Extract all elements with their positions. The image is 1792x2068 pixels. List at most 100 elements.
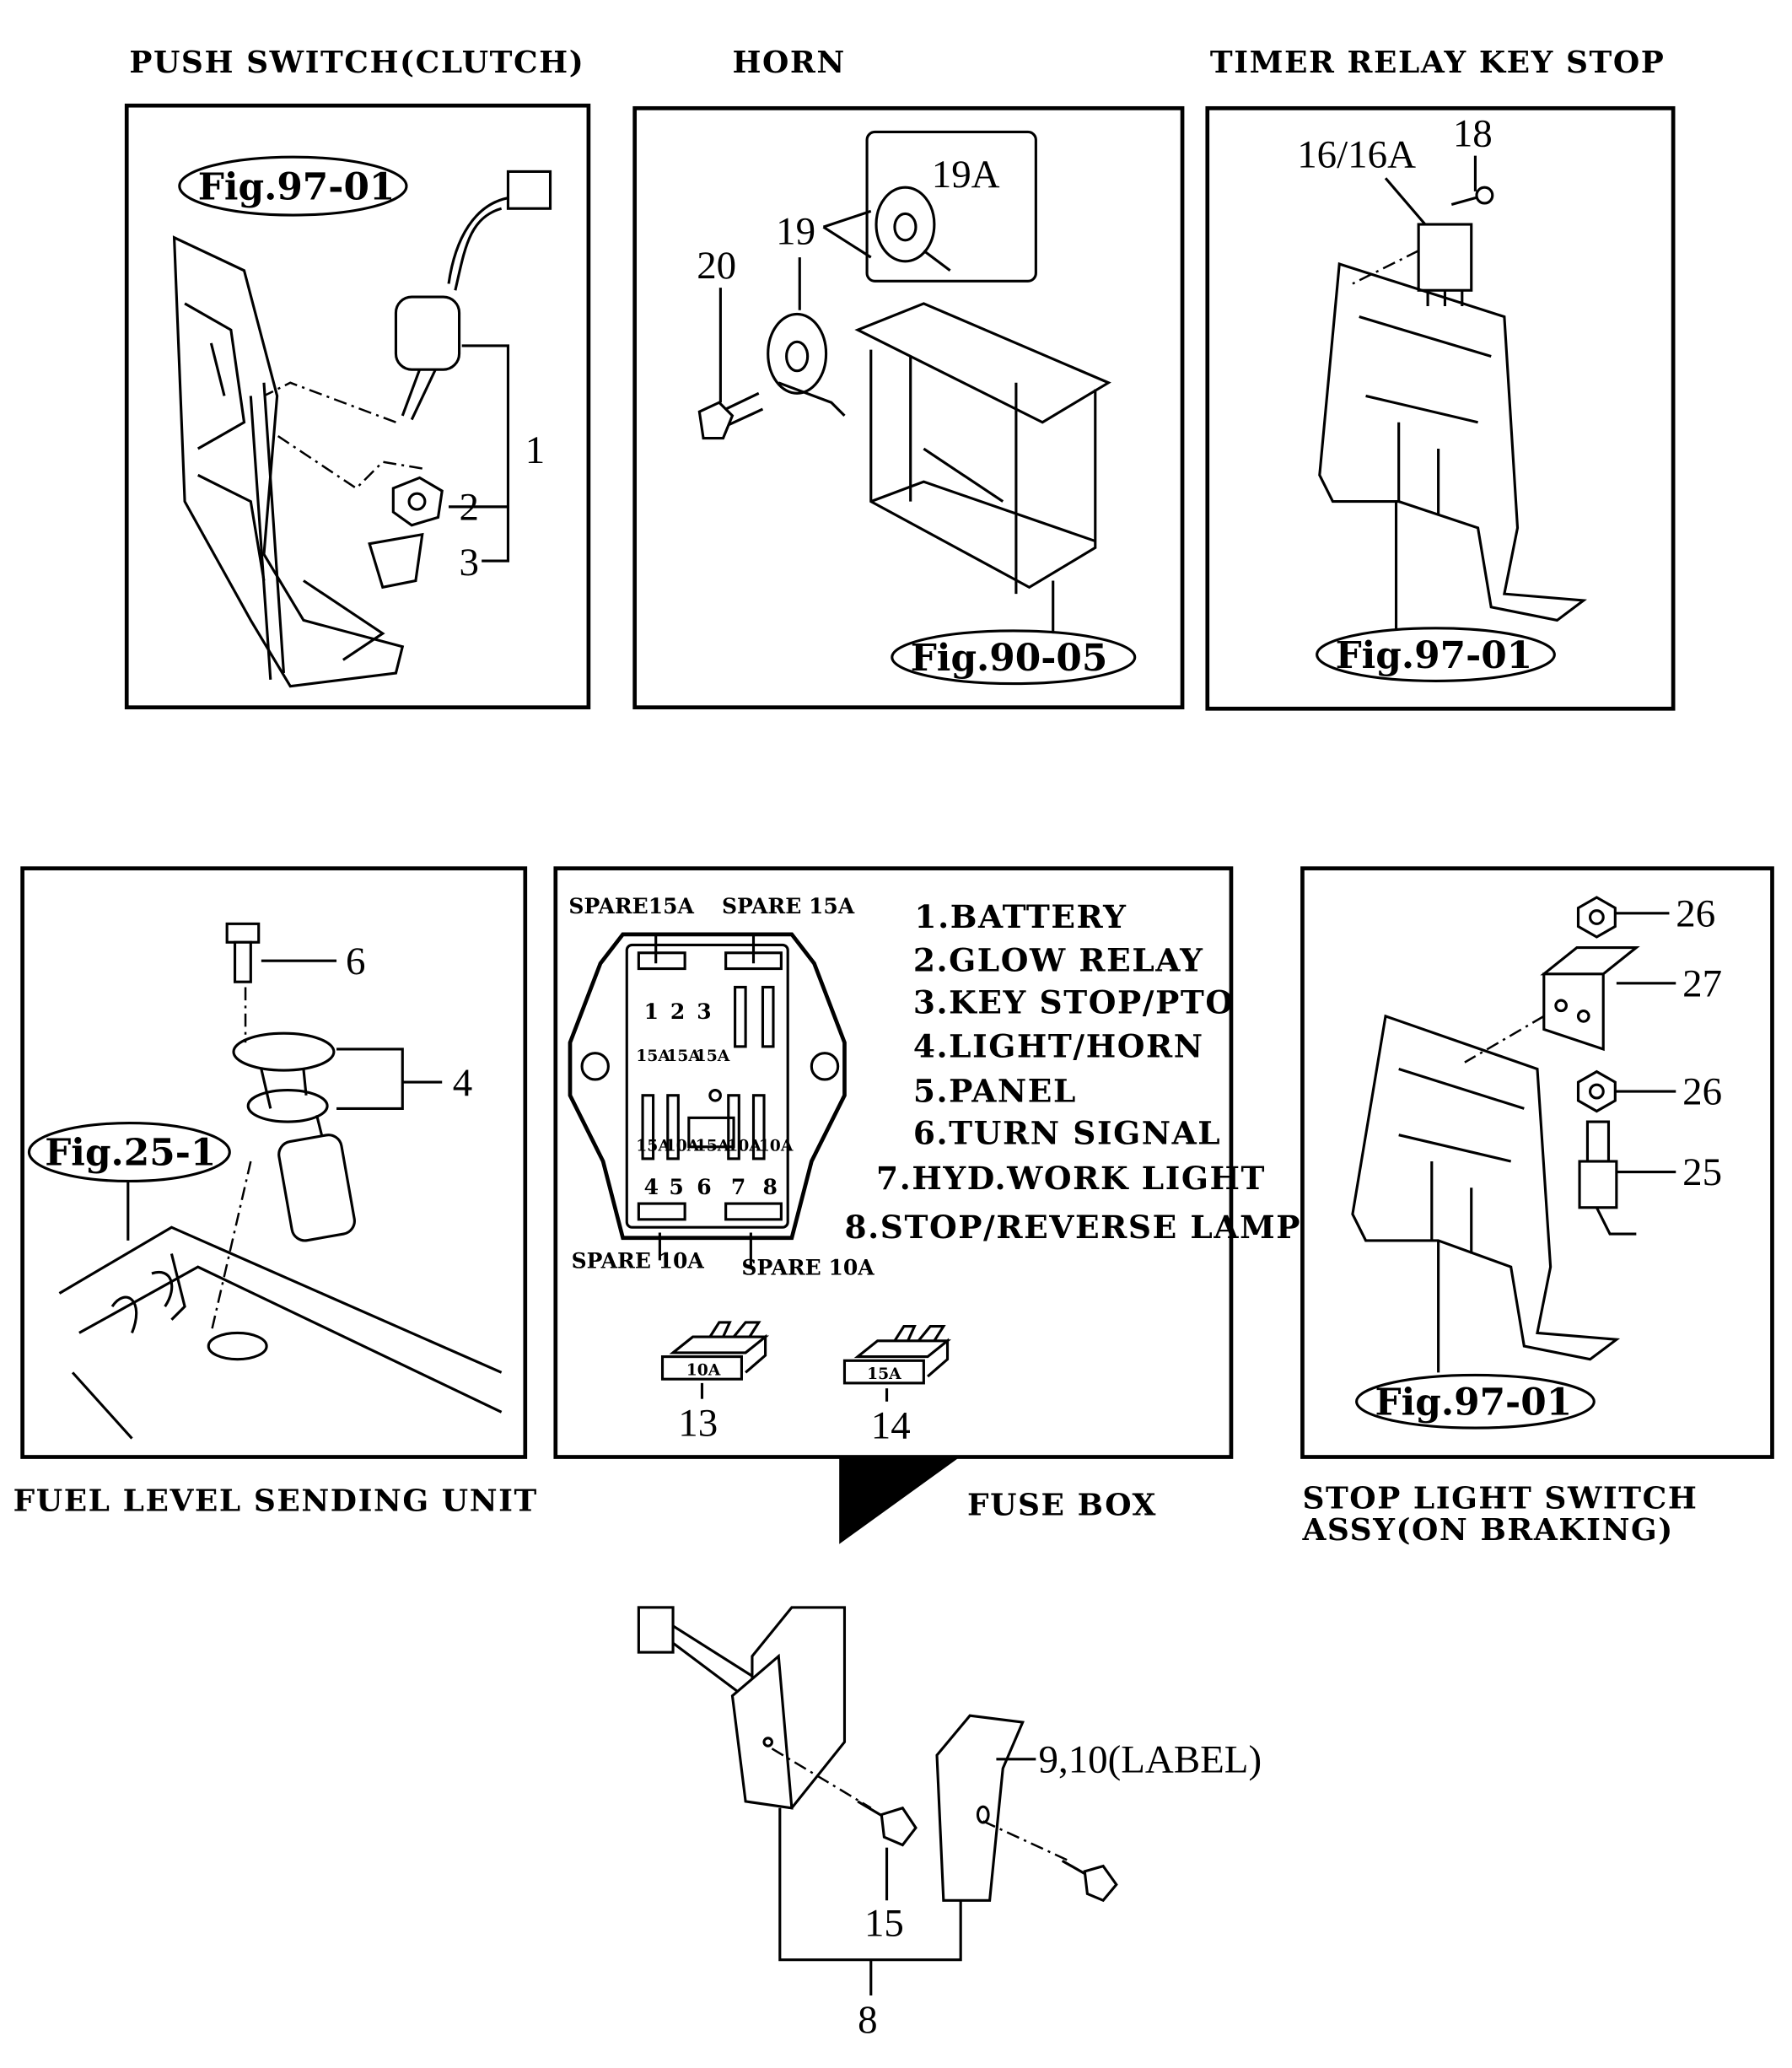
- legend-item: 4.LIGHT/HORN: [913, 1027, 1204, 1064]
- panel-title: TIMER RELAY KEY STOP: [1210, 45, 1665, 80]
- slot-number: 4: [644, 1174, 659, 1199]
- panel-title: PUSH SWITCH(CLUTCH): [129, 45, 584, 80]
- callout-18: 18: [1453, 112, 1493, 156]
- panel-timer-relay: TIMER RELAY KEY STOP 16/16A 18 Fig.97-01: [1205, 45, 1676, 711]
- panel-stop-light: 26 27 26 25 Fig.97-01 STOP LIGHT SWITCH …: [1300, 866, 1774, 1548]
- fuse-13-part: 10A 13: [660, 1321, 770, 1445]
- callout-26b: 26: [1682, 1070, 1722, 1114]
- svg-text:Fig.97-01: Fig.97-01: [1336, 634, 1533, 677]
- legend-item: 8.STOP/REVERSE LAMP: [844, 1209, 1301, 1246]
- callout-13: 13: [678, 1401, 718, 1445]
- label-cover-part: [935, 1714, 1025, 1902]
- panel-frame: [553, 866, 1234, 1459]
- fuse-rating: 15A: [867, 1365, 901, 1383]
- fuse-box-mount: 9,10(LABEL) 15 8: [637, 1606, 1262, 2042]
- fuel-tank-illustration: [58, 1182, 503, 1440]
- fuse-ratings-top: 15A 15A 15A: [636, 1047, 730, 1065]
- callout-19a: 19A: [932, 153, 1000, 197]
- panel-frame: [1300, 866, 1774, 1459]
- callout-19: 19: [776, 209, 815, 253]
- spare-label: SPARE 10A: [741, 1255, 874, 1280]
- dashboard-frame-illustration: [1318, 261, 1587, 622]
- dashboard-frame-illustration: [1351, 1014, 1621, 1361]
- bracket-illustration: [854, 302, 1111, 595]
- bracket-part: [1540, 945, 1640, 1052]
- switch-part: [1578, 1120, 1637, 1236]
- horn-part: [767, 312, 846, 417]
- fuse-rating: 10A: [686, 1360, 721, 1379]
- fuse-slot-numbers-bottom: 4 5 6 7 8: [644, 1174, 778, 1199]
- rating: 15A: [636, 1047, 670, 1065]
- relay-part: [1417, 223, 1473, 307]
- rating: 15A: [636, 1136, 670, 1155]
- fig-ref-badge: Fig.97-01: [178, 155, 408, 217]
- svg-text:Fig.97-01: Fig.97-01: [1375, 1381, 1573, 1424]
- spare-label: SPARE 10A: [572, 1248, 705, 1274]
- grommet-part: [368, 532, 424, 590]
- horn-inset-part: [874, 186, 951, 272]
- slot-number: 8: [762, 1174, 777, 1199]
- callout-14: 14: [871, 1404, 911, 1448]
- bolt-part: [225, 922, 261, 983]
- bolt-part: [1450, 186, 1494, 207]
- nut-part: [1576, 896, 1617, 939]
- callout-15: 15: [864, 1902, 904, 1946]
- callout-26: 26: [1676, 891, 1715, 935]
- dashboard-frame-illustration: [172, 235, 405, 688]
- slot-number: 1: [644, 999, 659, 1024]
- svg-text:Fig.90-05: Fig.90-05: [911, 637, 1108, 680]
- callout-6: 6: [346, 940, 365, 983]
- fig-ref-badge: Fig.90-05: [891, 629, 1137, 686]
- callout-3: 3: [460, 541, 479, 584]
- rating: 10A: [665, 1136, 700, 1155]
- fuse-box-part: [730, 1606, 847, 1810]
- slot-number: 7: [731, 1174, 745, 1199]
- fig-ref-badge: Fig.25-1: [27, 1122, 231, 1183]
- screw-part: [857, 1800, 918, 1847]
- panel-title: FUSE BOX: [967, 1487, 1157, 1522]
- callout-20: 20: [697, 244, 736, 288]
- slot-number: 3: [697, 999, 711, 1024]
- legend-item: 7.HYD.WORK LIGHT: [876, 1160, 1266, 1197]
- fuse-slot-numbers-top: 1 2 3: [644, 999, 712, 1024]
- callout-2: 2: [460, 486, 479, 530]
- legend-item: 2.GLOW RELAY: [913, 942, 1204, 979]
- rating: 10A: [759, 1136, 794, 1155]
- spare-label: SPARE 15A: [722, 893, 855, 918]
- nut-part: [1576, 1069, 1617, 1113]
- nut-part: [391, 476, 444, 527]
- svg-text:Fig.97-01: Fig.97-01: [198, 165, 396, 208]
- panel-frame: [20, 866, 528, 1459]
- panel-title: FUEL LEVEL SENDING UNIT: [13, 1484, 538, 1519]
- slot-number: 6: [697, 1174, 711, 1199]
- panel-frame: [632, 105, 1185, 710]
- panel-frame: [1205, 105, 1676, 711]
- callout-8: 8: [858, 1998, 877, 2042]
- panel-horn: HORN 19A 19 20 Fig.90-05: [632, 45, 1185, 710]
- sending-unit-part: [232, 1031, 356, 1242]
- fig-ref-badge: Fig.97-01: [1316, 627, 1556, 682]
- legend-item: 5.PANEL: [913, 1073, 1077, 1110]
- rating: 15A: [696, 1047, 730, 1065]
- legend-item: 1.BATTERY: [914, 898, 1127, 935]
- fuse-ratings-mid: 15A 10A 15A 10A 10A: [636, 1136, 794, 1155]
- panel-fuse-box: SPARE15A SPARE 15A 1 2 3 15A 15A 15A 15A…: [553, 866, 1301, 1544]
- svg-text:Fig.25-1: Fig.25-1: [45, 1132, 216, 1175]
- bolt-part: [697, 391, 764, 440]
- legend-item: 6.TURN SIGNAL: [913, 1115, 1221, 1152]
- inset-box: [865, 130, 1037, 283]
- callout-16-16a: 16/16A: [1297, 133, 1416, 177]
- panel-frame: [124, 103, 591, 710]
- view-arrow-icon: [839, 1458, 959, 1544]
- callout-27: 27: [1682, 961, 1722, 1005]
- panel-fuel-level: FUEL LEVEL SENDING UNIT 6 4 Fig.25-1: [13, 866, 538, 1519]
- rating: 10A: [727, 1136, 761, 1155]
- spare-label: SPARE15A: [568, 893, 694, 918]
- callout-9-10-label: 9,10(LABEL): [1038, 1737, 1262, 1781]
- rating: 15A: [696, 1136, 730, 1155]
- panel-subtitle: ASSY(ON BRAKING): [1301, 1512, 1673, 1548]
- fuse-legend: 1.BATTERY 2.GLOW RELAY 3.KEY STOP/PTO 4.…: [844, 898, 1301, 1246]
- callout-4: 4: [453, 1061, 472, 1105]
- legend-item: 3.KEY STOP/PTO: [913, 984, 1235, 1021]
